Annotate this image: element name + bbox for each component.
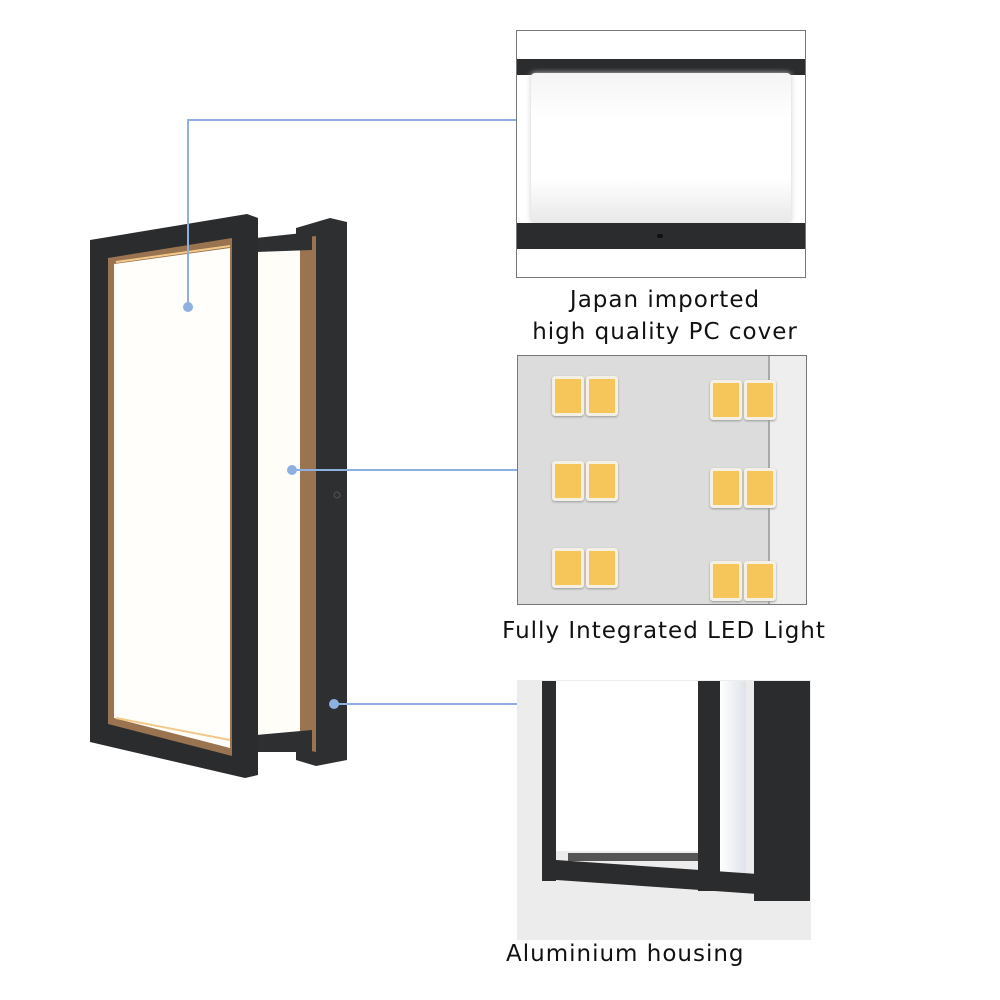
pc-cover-caption-line-2: high quality PC cover (532, 319, 798, 345)
led-chip (586, 461, 618, 501)
side-diffuser (258, 240, 300, 748)
led-chip (744, 380, 776, 420)
led-chip (744, 561, 776, 601)
connector-dot-housing (329, 699, 339, 709)
led-chip (552, 461, 584, 501)
connector-dot-led (287, 465, 297, 475)
led-chips-detail-image (517, 355, 807, 605)
led-chip (552, 548, 584, 588)
led-chip (586, 376, 618, 416)
wood-strip (296, 236, 316, 752)
led-chip (710, 380, 742, 420)
led-chip (710, 561, 742, 601)
pc-cover-caption-line-1: Japan imported (569, 287, 761, 313)
led-chip (586, 548, 618, 588)
led-chip (710, 468, 742, 508)
led-chip (552, 376, 584, 416)
led-caption: Fully Integrated LED Light (502, 618, 826, 644)
housing-caption: Aluminium housing (506, 941, 745, 967)
housing-detail-image (517, 680, 811, 940)
connector-dot-cover (183, 302, 193, 312)
pc-cover-detail-image (516, 30, 806, 278)
connector-lines (187, 119, 517, 705)
led-chip (744, 468, 776, 508)
